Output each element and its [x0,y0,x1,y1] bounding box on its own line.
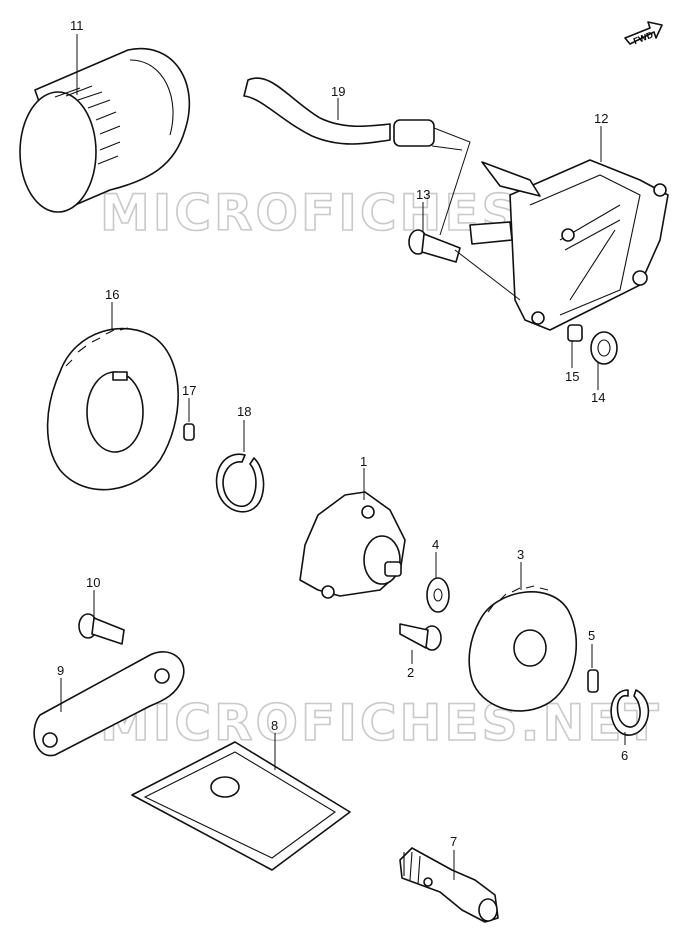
bolt-part-13 [408,229,521,301]
callout-11: 11 [70,18,84,33]
callout-12: 12 [594,111,608,126]
pump-gear-part-3 [468,585,577,712]
callout-19: 19 [331,84,345,99]
circlip-part-18 [215,453,265,513]
callout-3: 3 [517,547,524,562]
callout-10: 10 [86,575,100,590]
callout-1: 1 [360,454,367,469]
callout-13: 13 [416,187,430,202]
pump-body-part-12 [469,159,669,331]
plate-part-9 [33,651,185,757]
watermark-bottom: MICROFICHES.NET [100,694,662,752]
callout-2: 2 [407,665,414,680]
fwd-arrow-icon: FWD [624,21,663,46]
callout-9: 9 [57,663,64,678]
callout-6: 6 [621,748,628,763]
pin-part-17 [183,423,195,441]
callouts: 11 19 12 13 15 14 16 17 18 1 4 2 3 5 6 1… [57,18,628,849]
pin-part-5 [587,669,599,693]
screw-part-2 [399,623,442,651]
leader-lines [60,34,626,880]
washer-part-4 [426,577,450,613]
callout-14: 14 [591,390,605,405]
oil-filter-part-11 [19,47,191,213]
grommet-part-14 [590,331,618,365]
circlip-part-6 [610,689,650,736]
bolt-part-10 [78,613,125,645]
callout-5: 5 [588,628,595,643]
hose-part-19 [243,77,471,236]
collar-part-15 [567,324,583,342]
callout-15: 15 [565,369,579,384]
callout-18: 18 [237,404,251,419]
gear-part-16 [46,327,179,491]
callout-16: 16 [105,287,119,302]
strainer-part-8 [131,741,351,871]
callout-7: 7 [450,834,457,849]
callout-8: 8 [271,718,278,733]
callout-17: 17 [182,383,196,398]
fwd-label: FWD [632,29,655,46]
pressure-switch-part-7 [399,847,499,923]
callout-4: 4 [432,537,439,552]
oil-pump-part-1 [299,491,406,599]
